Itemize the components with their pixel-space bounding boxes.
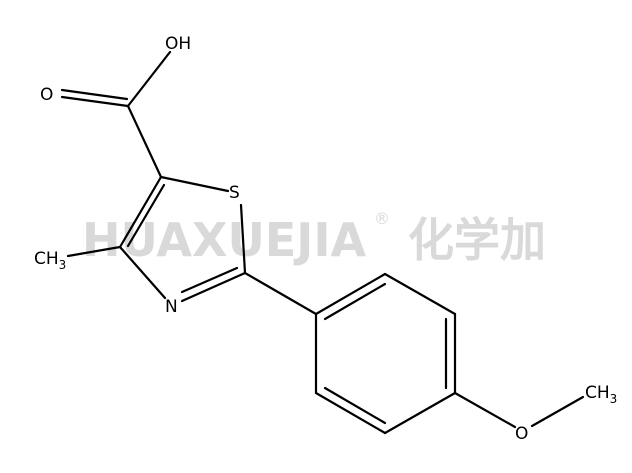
methyl-label: CH3 <box>34 249 66 272</box>
nitrogen-label: N <box>165 297 178 317</box>
bond-c5-s <box>159 175 230 193</box>
bond-ph-2 <box>383 272 457 316</box>
bond-ph-o <box>453 391 517 429</box>
bond-c2-n-1 <box>180 271 247 303</box>
bond-c-oh <box>126 50 172 108</box>
bonds <box>60 50 585 435</box>
bond-s-c2 <box>239 203 247 275</box>
bond-carboxyl-ring <box>126 104 163 179</box>
atom-labels: OH O S N CH3 O CH3 <box>34 34 617 444</box>
carbonyl-oxygen-label: O <box>40 85 53 105</box>
methoxy-methyl-label: CH3 <box>585 383 617 406</box>
bond-o-ch3 <box>530 395 585 428</box>
bond-n-c4 <box>118 245 167 300</box>
bond-c-o-double-2 <box>60 88 129 101</box>
bond-ph-1 <box>314 272 387 316</box>
hydroxyl-label: OH <box>165 34 191 54</box>
watermark-registered-mark: ® <box>374 209 390 228</box>
ether-oxygen-label: O <box>515 424 528 444</box>
bond-ph-4 <box>383 391 457 435</box>
watermark-chinese: 化学加 <box>408 213 546 267</box>
bond-c-o-double-1 <box>60 95 130 108</box>
sulfur-label: S <box>229 183 240 203</box>
watermark: HUAXUEJIA ® 化学加 <box>82 209 546 267</box>
bond-c4-c5-2 <box>126 183 166 248</box>
bond-ph-5 <box>314 391 387 435</box>
bond-c4-c5-1 <box>118 175 163 249</box>
bond-thiazole-phenyl <box>243 271 318 316</box>
bond-c4-methyl <box>66 245 122 258</box>
bond-ph-1-inner <box>323 282 387 321</box>
bond-c2-n-2 <box>180 266 239 294</box>
bond-ph-5-inner <box>323 386 387 425</box>
